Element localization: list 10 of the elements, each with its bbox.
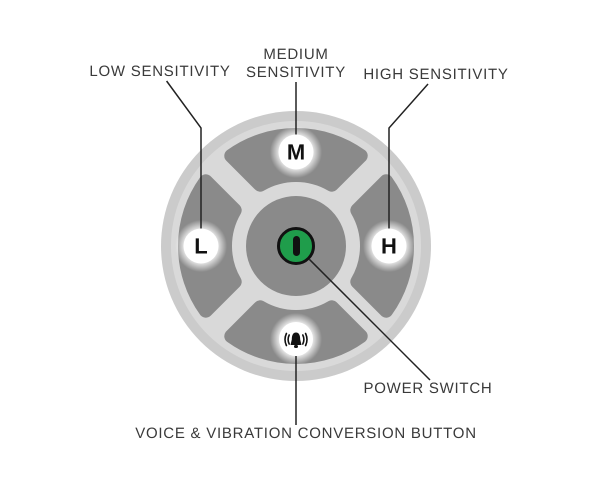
callout-label: POWER SWITCH (364, 380, 492, 398)
leader-line (295, 356, 297, 425)
leader-line (308, 258, 431, 381)
callout-label: VOICE & VIBRATION CONVERSION BUTTON (135, 425, 477, 443)
leader-line (166, 80, 202, 228)
leader-line (295, 82, 297, 134)
leader-line (388, 84, 429, 228)
callout-label: MEDIUM SENSITIVITY (246, 46, 346, 82)
callout-label: HIGH SENSITIVITY (363, 66, 509, 84)
callout-label: LOW SENSITIVITY (89, 63, 231, 81)
